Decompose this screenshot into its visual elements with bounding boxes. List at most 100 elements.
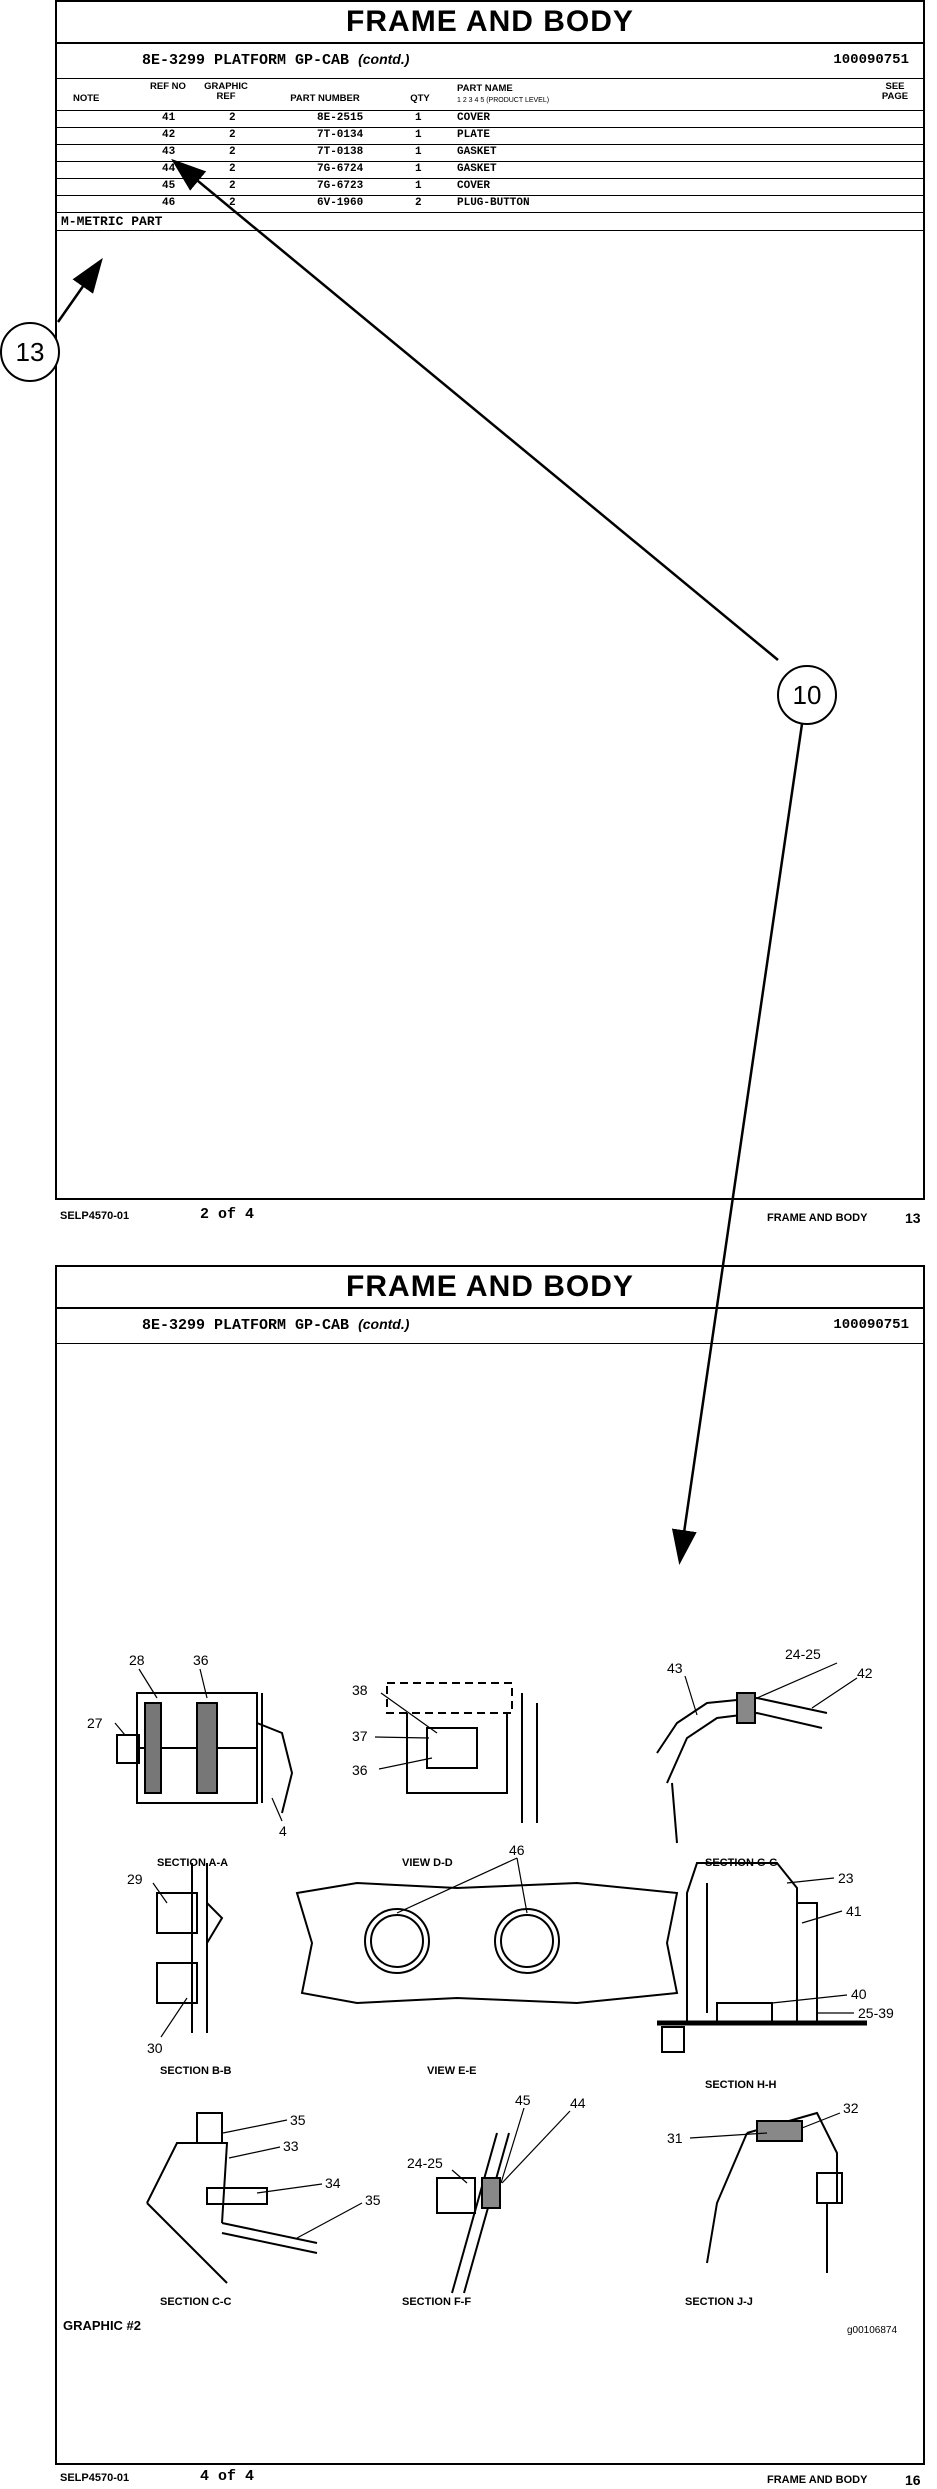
section-aa-drawing [116, 1692, 294, 1814]
section-hh-drawing [657, 1862, 867, 2053]
table-row: 44 2 7G-6724 1 GASKET [57, 161, 923, 179]
row-graphic-ref: 2 [229, 197, 236, 209]
row-ref-no: 42 [162, 129, 176, 141]
section-jj-drawing [706, 2111, 843, 2273]
label-4: 4 [279, 1823, 287, 1839]
header-graphic-ref: GRAPHIC REF [204, 81, 248, 102]
section-gg-label: SECTION G-G [705, 1857, 778, 1869]
footer-section: FRAME AND BODY [767, 1212, 868, 1224]
label-28: 28 [129, 1652, 145, 1668]
page-title: FRAME AND BODY [57, 1267, 923, 1309]
row-part-name: GASKET [457, 163, 497, 175]
header-product-level: 1 2 3 4 5 (PRODUCT LEVEL) [457, 97, 550, 104]
row-ref-no: 45 [162, 180, 176, 192]
section-ff-drawing [436, 2132, 510, 2294]
label-37: 37 [352, 1728, 368, 1744]
header-ref-no: REF NO [150, 81, 186, 92]
graphic-page: FRAME AND BODY 8E-3299 PLATFORM GP-CAB (… [55, 1265, 925, 2465]
page-subtitle: 8E-3299 PLATFORM GP-CAB (contd.) 1000907… [57, 44, 923, 79]
label-30: 30 [147, 2040, 163, 2056]
view-dd-drawing [386, 1682, 538, 1823]
table-row: 41 2 8E-2515 1 COVER [57, 110, 923, 128]
row-ref-no: 43 [162, 146, 176, 158]
table-header: NOTE REF NO GRAPHIC REF PART NUMBER QTY … [57, 78, 923, 111]
row-graphic-ref: 2 [229, 112, 236, 124]
view-ee-drawing [295, 1881, 679, 2005]
section-hh-label: SECTION H-H [705, 2079, 777, 2091]
row-part-number: 8E-2515 [317, 112, 364, 124]
doc-number: 100090751 [833, 52, 909, 68]
view-dd-label: VIEW D-D [402, 1857, 453, 1869]
label-27: 27 [87, 1715, 103, 1731]
row-part-number: 7G-6723 [317, 180, 364, 192]
row-graphic-ref: 2 [229, 180, 236, 192]
header-part-number: PART NUMBER [290, 93, 360, 104]
label-32: 32 [843, 2100, 859, 2116]
section-ff-label: SECTION F-F [402, 2296, 471, 2308]
label-46: 46 [509, 1842, 525, 1858]
row-qty: 1 [415, 163, 422, 175]
label-35: 35 [290, 2112, 306, 2128]
label-40: 40 [851, 1986, 867, 2002]
label-34: 34 [325, 2175, 341, 2191]
row-qty: 1 [415, 146, 422, 158]
label-33: 33 [283, 2138, 299, 2154]
assembly-name: 8E-3299 PLATFORM GP-CAB (contd.) [142, 51, 409, 69]
row-ref-no: 41 [162, 112, 176, 124]
row-part-name: COVER [457, 112, 491, 124]
table-row: 43 2 7T-0138 1 GASKET [57, 144, 923, 162]
row-ref-no: 44 [162, 163, 176, 175]
table-row: 45 2 7G-6723 1 COVER [57, 178, 923, 196]
row-part-number: 7G-6724 [317, 163, 364, 175]
label-45: 45 [515, 2092, 531, 2108]
row-part-name: PLATE [457, 129, 491, 141]
label-23: 23 [838, 1870, 854, 1886]
header-note: NOTE [73, 93, 100, 104]
label-44: 44 [570, 2095, 586, 2111]
row-qty: 1 [415, 180, 422, 192]
page-title: FRAME AND BODY [57, 2, 923, 44]
callout-10: 10 [777, 665, 837, 725]
assembly-name: 8E-3299 PLATFORM GP-CAB (contd.) [142, 1316, 409, 1334]
image-id: g00106874 [847, 2325, 897, 2336]
header-qty: QTY [410, 93, 430, 104]
row-part-number: 6V-1960 [317, 197, 364, 209]
label-38: 38 [352, 1682, 368, 1698]
label-29: 29 [127, 1871, 143, 1887]
label-36-dd: 36 [352, 1762, 368, 1778]
footer-page-number: 16 [905, 2472, 921, 2488]
label-36: 36 [193, 1652, 209, 1668]
page-subtitle: 8E-3299 PLATFORM GP-CAB (contd.) 1000907… [57, 1309, 923, 1344]
footer-section: FRAME AND BODY [767, 2474, 868, 2486]
row-part-number: 7T-0134 [317, 129, 364, 141]
assembly-title: 8E-3299 PLATFORM GP-CAB [142, 52, 350, 69]
label-24-25: 24-25 [785, 1646, 821, 1662]
footer-page-count: 4 of 4 [200, 2468, 255, 2485]
footer-page-count: 2 of 4 [200, 1206, 255, 1223]
section-gg-drawing [656, 1692, 828, 1844]
assembly-title: 8E-3299 PLATFORM GP-CAB [142, 1317, 350, 1334]
label-42: 42 [857, 1665, 873, 1681]
label-43: 43 [667, 1660, 683, 1676]
callout-13: 13 [0, 322, 60, 382]
section-aa-label: SECTION A-A [157, 1857, 228, 1869]
row-graphic-ref: 2 [229, 163, 236, 175]
section-bb-drawing [156, 1863, 224, 2033]
row-qty: 1 [415, 112, 422, 124]
label-25-39: 25-39 [858, 2005, 894, 2021]
footer-doc-id: SELP4570-01 [60, 1210, 130, 1222]
header-see-page: SEE PAGE [881, 81, 909, 102]
row-graphic-ref: 2 [229, 146, 236, 158]
row-part-name: GASKET [457, 146, 497, 158]
parts-list-page: FRAME AND BODY 8E-3299 PLATFORM GP-CAB (… [55, 0, 925, 1200]
exploded-diagram: 28 36 27 4 38 37 36 43 24-25 42 29 30 46… [63, 1646, 897, 2336]
divider [57, 230, 923, 231]
section-cc-drawing [146, 2112, 318, 2284]
row-part-number: 7T-0138 [317, 146, 364, 158]
footer-doc-id: SELP4570-01 [60, 2472, 130, 2484]
graphic-label: GRAPHIC #2 [63, 2318, 141, 2333]
header-part-name: PART NAME [457, 83, 513, 94]
row-part-name: COVER [457, 180, 491, 192]
footer-page-number: 13 [905, 1210, 921, 1226]
